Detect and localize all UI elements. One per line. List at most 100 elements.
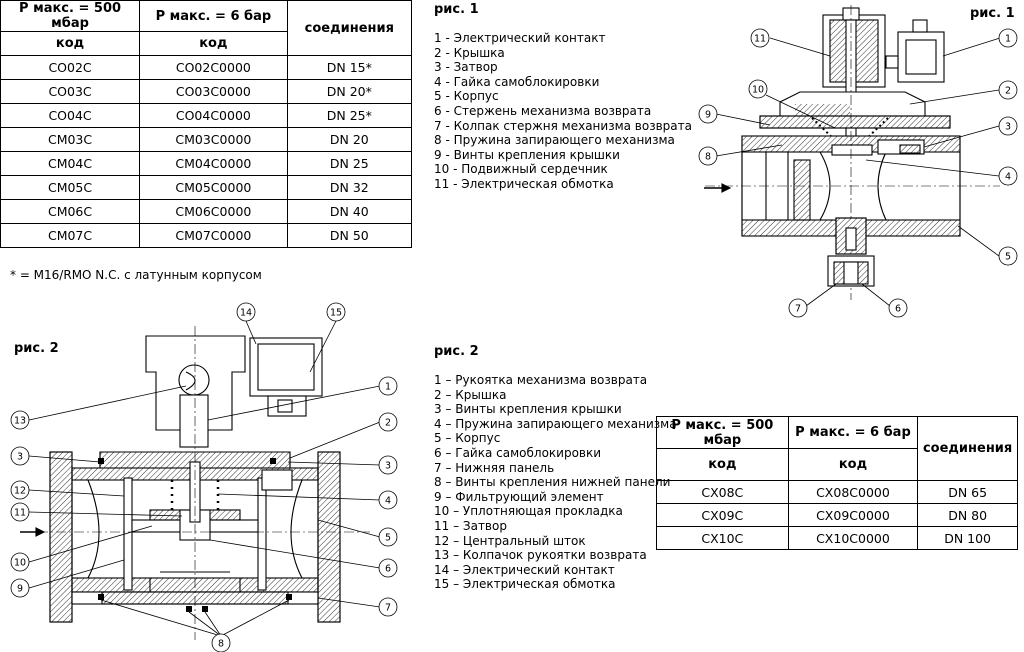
model-table-1: P макс. = 500 мбар P макс. = 6 бар соеди…: [0, 0, 413, 248]
legend-item: 11 – Затвор: [434, 518, 507, 533]
legend-item: 14 – Электрический контакт: [434, 562, 615, 577]
model-code-500mbar: CM04C: [0, 151, 141, 176]
model-code-6bar: CM07C0000: [139, 223, 288, 248]
fig2-callout-1: 1: [385, 382, 391, 393]
fig1-callout-6: 6: [895, 304, 901, 315]
legend-item: 15 – Электрическая обмотка: [434, 577, 616, 592]
legend-item: 3 – Винты крепления крышки: [434, 402, 622, 417]
legend-item: 2 - Крышка: [434, 45, 505, 60]
header-connections: соединения: [917, 416, 1018, 481]
fig1-callout-2: 2: [1005, 86, 1011, 97]
legend-item: 6 – Гайка самоблокировки: [434, 445, 602, 460]
legend-item: 10 - Подвижный сердечник: [434, 162, 608, 177]
fig2-legend-title: рис. 2: [434, 344, 479, 359]
legend-item: 8 - Пружина запирающего механизма: [434, 133, 675, 148]
fig1-callouts: 11 1 2 3 4 5 10 9 8 7 6: [698, 28, 1018, 318]
legend-item: 6 - Стержень механизма возврата: [434, 103, 652, 118]
fig1-drawing-title: рис. 1: [970, 6, 1015, 21]
model-code-500mbar: CX09C: [656, 503, 789, 527]
fig2-callout-8: 8: [218, 639, 224, 650]
fig1-callout-10: 10: [752, 85, 764, 96]
model-code-500mbar: CM03C: [0, 127, 141, 152]
header-connections: соединения: [286, 0, 413, 56]
fig2-drawing-title: рис. 2: [14, 341, 59, 356]
fig2-callout-3-left: 3: [17, 452, 23, 463]
fig1-callout-4: 4: [1005, 172, 1011, 183]
model-code-6bar: CX09C0000: [787, 503, 919, 527]
fig2-callout-14: 14: [240, 308, 252, 319]
connection-size: DN 25*: [286, 103, 413, 128]
fig2-callout-9: 9: [17, 584, 23, 595]
connection-size: DN 20*: [286, 79, 413, 104]
fig2-callout-11: 11: [14, 508, 26, 519]
legend-item: 9 - Винты крепления крышки: [434, 147, 620, 162]
model-table-2: P макс. = 500 мбар P макс. = 6 бар соеди…: [656, 416, 1018, 550]
legend-item: 3 - Затвор: [434, 60, 498, 75]
legend-item: 7 - Колпак стержня механизма возврата: [434, 118, 692, 133]
fig2-callouts: 14 15 13 1 2 3 3 4 5 6 7 12 11 10 9 8: [10, 302, 398, 652]
connection-size: DN 25: [286, 151, 413, 176]
fig1-callout-1: 1: [1005, 34, 1011, 45]
fig2-callout-7: 7: [385, 603, 391, 614]
fig2-callout-2: 2: [385, 418, 391, 429]
fig1-callout-7: 7: [795, 304, 801, 315]
connection-size: DN 15*: [286, 55, 413, 80]
connection-size: DN 65: [917, 480, 1018, 504]
connection-size: DN 20: [286, 127, 413, 152]
model-code-6bar: CM03C0000: [139, 127, 288, 152]
fig2-callout-6: 6: [385, 564, 391, 575]
model-code-500mbar: CX10C: [656, 526, 789, 550]
legend-item: 13 – Колпачок рукоятки возврата: [434, 548, 647, 563]
header-code-1: код: [656, 448, 789, 481]
model-code-6bar: CO03C0000: [139, 79, 288, 104]
fig2-callout-13: 13: [14, 416, 26, 427]
fig2-callout-12: 12: [14, 486, 26, 497]
header-pmax-6: P макс. = 6 бар: [139, 0, 288, 32]
header-code-1: код: [0, 31, 141, 56]
model-code-6bar: CX08C0000: [787, 480, 919, 504]
header-code-2: код: [139, 31, 288, 56]
legend-item: 5 – Корпус: [434, 431, 501, 446]
legend-item: 5 - Корпус: [434, 89, 499, 104]
header-pmax-500: P макс. = 500 мбар: [656, 416, 789, 449]
model-code-500mbar: CM06C: [0, 199, 141, 224]
model-code-6bar: CM06C0000: [139, 199, 288, 224]
model-code-500mbar: CO02C: [0, 55, 141, 80]
legend-item: 4 - Гайка самоблокировки: [434, 74, 600, 89]
connection-size: DN 40: [286, 199, 413, 224]
model-code-6bar: CO02C0000: [139, 55, 288, 80]
header-pmax-6: P макс. = 6 бар: [787, 416, 919, 449]
fig2-valve-drawing: [20, 326, 370, 640]
model-code-6bar: CM05C0000: [139, 175, 288, 200]
connection-size: DN 100: [917, 526, 1018, 550]
table1-footnote: * = M16/RMO N.C. с латунным корпусом: [10, 268, 262, 282]
model-code-500mbar: CO04C: [0, 103, 141, 128]
model-code-6bar: CM04C0000: [139, 151, 288, 176]
legend-item: 7 – Нижняя панель: [434, 460, 555, 475]
legend-item: 11 - Электрическая обмотка: [434, 176, 614, 191]
connection-size: DN 80: [917, 503, 1018, 527]
model-code-500mbar: CM05C: [0, 175, 141, 200]
legend-item: 9 – Фильтрующий элемент: [434, 489, 604, 504]
model-code-500mbar: CX08C: [656, 480, 789, 504]
fig1-valve-drawing: [704, 5, 1000, 300]
legend-item: 1 - Электрический контакт: [434, 31, 606, 45]
fig1-legend-title: рис. 1: [434, 2, 479, 17]
model-code-6bar: CX10C0000: [787, 526, 919, 550]
header-pmax-500: P макс. = 500 мбар: [0, 0, 141, 32]
fig2-callout-5: 5: [385, 533, 391, 544]
fig1-callout-5: 5: [1005, 252, 1011, 263]
